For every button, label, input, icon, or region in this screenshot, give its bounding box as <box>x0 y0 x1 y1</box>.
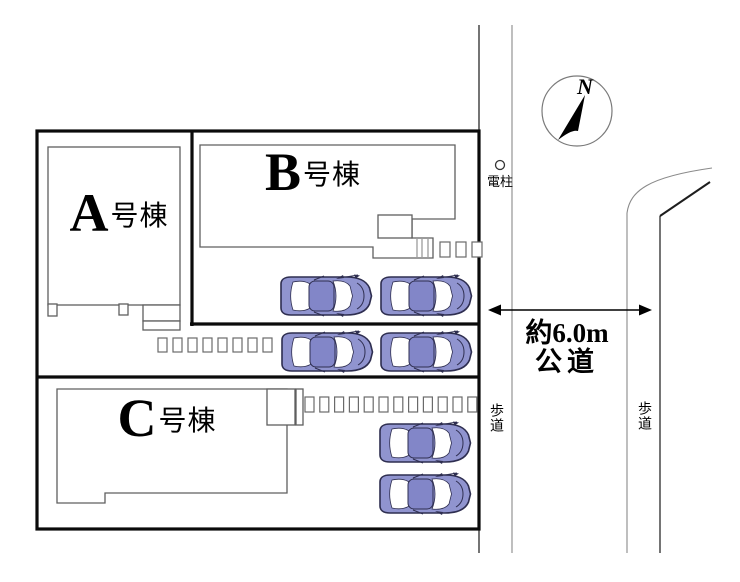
utility-pole-icon <box>494 159 506 171</box>
sidewalk-left-label: 歩道 <box>488 403 503 433</box>
arrow-head-left <box>488 304 501 316</box>
fence-post <box>262 337 273 353</box>
building-b-label: B 号棟 <box>248 143 378 201</box>
building-a-outline <box>47 146 181 306</box>
building-a-suffix: 号棟 <box>110 201 169 232</box>
compass-circle <box>541 75 613 147</box>
fence-post <box>348 396 359 413</box>
site-outer-boundary <box>35 129 481 531</box>
building-a-annex-step <box>142 320 181 331</box>
building-b-letter: B <box>264 142 301 202</box>
building-c-entry-step <box>295 388 304 426</box>
car <box>380 274 473 318</box>
fence-post <box>363 396 374 413</box>
arrow-head-right <box>639 304 652 316</box>
road-width-arrow <box>488 304 652 316</box>
fence-post <box>187 337 198 353</box>
fence-post <box>232 337 243 353</box>
building-b-suffix: 号棟 <box>303 160 362 191</box>
road-lines <box>478 25 713 553</box>
building-b-entry <box>377 214 413 239</box>
compass-needle <box>558 95 585 140</box>
fence-post <box>202 337 213 353</box>
fence-post <box>157 337 168 353</box>
fence-post <box>455 241 467 258</box>
fence-post <box>172 337 183 353</box>
sidewalk-right-label: 歩道 <box>636 401 651 431</box>
fence-post <box>467 396 478 413</box>
utility-pole-label: 電柱 <box>486 174 513 189</box>
building-c-label: C 号棟 <box>102 389 232 447</box>
building-a-porch-left <box>47 303 58 317</box>
fence-post <box>217 337 228 353</box>
fence-post <box>408 396 419 413</box>
fence-post <box>378 396 389 413</box>
fence-post <box>439 241 451 258</box>
building-a-label: A 号棟 <box>54 184 184 242</box>
fence-post <box>393 396 404 413</box>
compass <box>541 75 613 147</box>
building-a-porch-mid <box>118 303 129 316</box>
parked-cars <box>280 274 473 516</box>
car <box>281 330 374 374</box>
site-boundary <box>35 129 481 531</box>
fence-rows <box>157 241 483 413</box>
road-curve-inner <box>659 181 711 217</box>
building-c-suffix: 号棟 <box>158 406 217 437</box>
car <box>379 421 472 465</box>
building-a-letter: A <box>69 183 109 243</box>
north-label: N <box>577 74 593 99</box>
fence-post <box>247 337 258 353</box>
building-b-entry-steps <box>416 239 429 257</box>
road-type-label: 公道 <box>535 347 599 377</box>
car <box>280 274 373 318</box>
car <box>380 330 473 374</box>
fence-post <box>319 396 330 413</box>
road-curve-outer <box>626 167 713 214</box>
building-a-annex <box>142 304 181 322</box>
building-c-letter: C <box>117 388 157 448</box>
fence-post <box>334 396 345 413</box>
car <box>379 472 472 516</box>
building-c-entry <box>266 388 296 426</box>
fence-post <box>422 396 433 413</box>
fence-post <box>437 396 448 413</box>
fence-post <box>471 241 483 258</box>
buildings <box>47 144 456 504</box>
fence-post <box>304 396 315 413</box>
fence-post <box>452 396 463 413</box>
road-width-label: 約6.0m <box>525 318 609 348</box>
